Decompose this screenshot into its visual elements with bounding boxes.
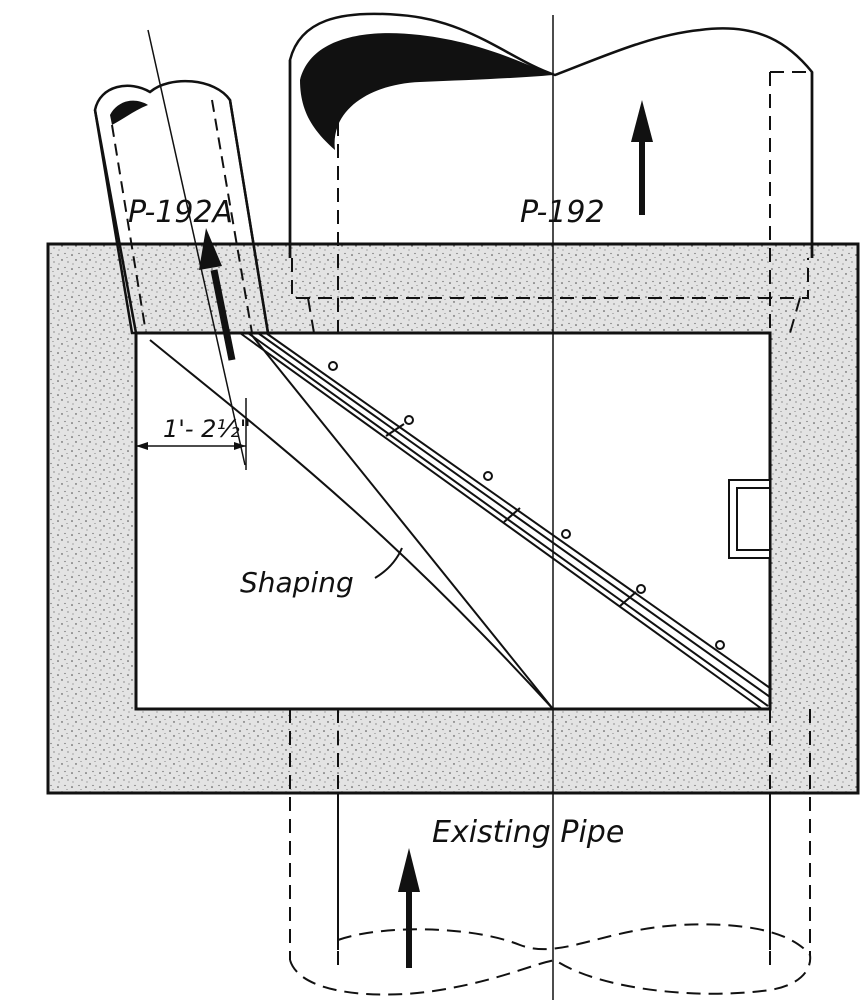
anchor-bolts: [328, 361, 725, 650]
dimension-line: [136, 398, 247, 470]
main-pipe-label: P-192: [520, 195, 605, 230]
existing-pipe-lower: [289, 709, 812, 996]
branch-centerline: [147, 29, 246, 466]
shaping-curve: [149, 339, 554, 710]
bolt: [328, 361, 338, 371]
shaping-line: [249, 332, 554, 710]
arrow-up-icon: [631, 100, 653, 215]
bolt: [715, 640, 725, 650]
existing-pipe-label: Existing Pipe: [432, 815, 624, 850]
main-pipe-upper: [288, 12, 814, 258]
bolt: [561, 529, 571, 539]
arrow-up-icon: [398, 848, 420, 968]
shaping-label: Shaping: [240, 566, 354, 599]
branch-pipe-hidden-lines: [111, 99, 253, 334]
arrow-up-icon: [199, 228, 236, 361]
shaping-leader: [374, 547, 403, 579]
bolt: [404, 415, 414, 425]
dimension-label: 1'- 2½": [163, 415, 251, 443]
branch-pipe-label: P-192A: [128, 195, 233, 230]
bolt: [636, 584, 646, 594]
bolt: [483, 471, 493, 481]
main-pipe-hidden-lines: [291, 71, 812, 334]
wall-opening: [728, 479, 771, 559]
